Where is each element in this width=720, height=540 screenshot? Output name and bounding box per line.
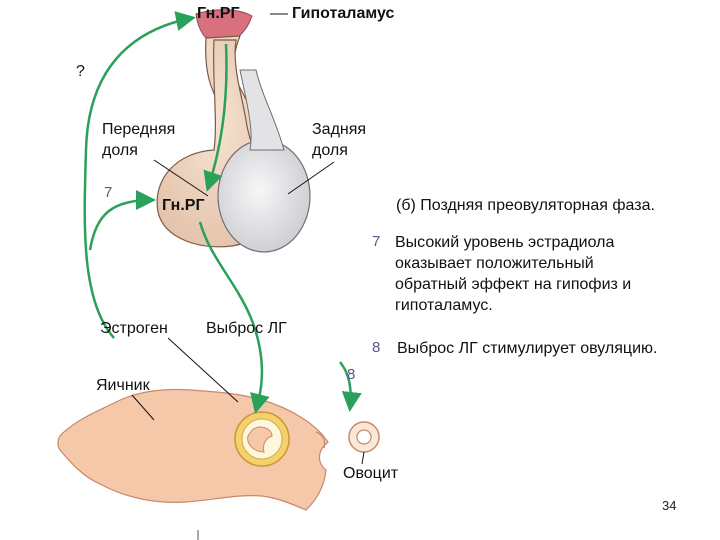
posterior-neck [239,69,285,151]
follicle-oocyte [247,426,273,453]
label-question: ? [76,63,85,80]
leader-anterior [153,159,209,197]
arrow-gnrh-down [203,43,228,192]
marker-eight-center: 8 [347,366,356,383]
label-oocyte: Овоцит [343,465,399,482]
posterior-lobe [217,139,311,253]
arrow-lh-to-ovary [198,221,270,414]
label-anterior-2: доля [102,142,138,159]
ovulation-site [315,431,326,449]
leader-ovary [131,394,155,421]
marker-eight-right: 8 [372,339,381,356]
arrow-lh-surge [339,361,362,412]
phase-title: (б) Поздняя преовуляторная фаза. [396,197,655,214]
label-gnrh-mid: Гн.РГ [162,197,205,214]
label-gnrh-top: Гн.РГ [197,5,240,22]
step7-line-2: оказывает положительный [395,255,594,272]
label-posterior-1: Задняя [312,121,367,138]
marker-seven-right: 7 [372,233,381,250]
step7-line-4: гипоталамус. [395,297,493,314]
label-anterior-1: Передняя [102,121,176,138]
label-hypothalamus: Гипоталамус [292,5,395,22]
leader-posterior [287,161,335,195]
arrow-estrogen-to-hypothalamus [83,11,196,339]
label-estrogen: Эстроген [100,320,168,337]
page-number: 34 [662,498,677,513]
label-ovary: Яичник [96,377,150,394]
step7-line-1: Высокий уровень эстрадиола [395,234,615,251]
step8-text: Выброс ЛГ стимулирует овуляцию. [397,340,658,357]
label-lh-surge: Выброс ЛГ [206,320,287,337]
leader-estrogen [167,337,239,403]
step7-text: Высокий уровень эстрадиола оказывает пол… [395,232,631,316]
leader-oocyte [361,451,365,465]
step7-line-3: обратный эффект на гипофиз и [395,276,632,293]
label-posterior-2: доля [312,142,348,159]
marker-seven-left: 7 [104,184,113,201]
oocyte-nucleus [356,429,372,445]
arrow-estrogen-to-pituitary [88,190,156,251]
